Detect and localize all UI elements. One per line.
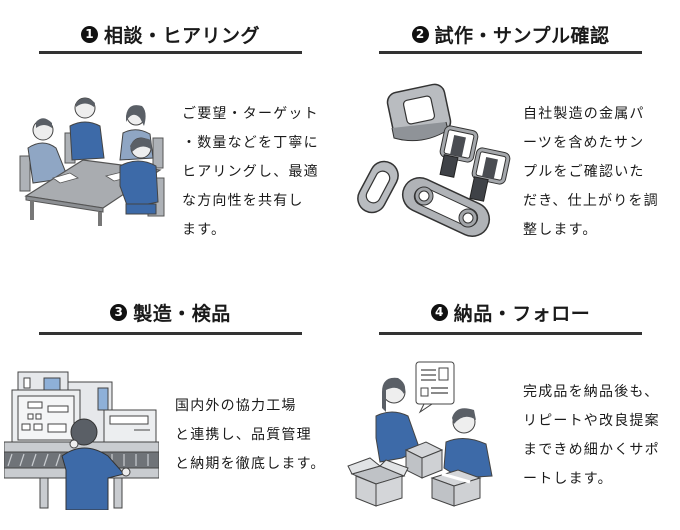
description-line: 自社製造の金属パ — [523, 106, 645, 122]
factory-line-illustration — [4, 371, 159, 510]
heading-divider — [379, 332, 642, 335]
step-manufacturing: 3 製造・検品 — [0, 280, 340, 530]
description-line: まできめ細かくサポ — [523, 442, 660, 458]
step-number-badge: 1 — [80, 25, 98, 43]
heading-divider — [39, 332, 302, 335]
heading-divider — [39, 51, 302, 54]
description-line: 完成品を納品後も、 — [523, 384, 660, 400]
packing-boxes-illustration — [347, 361, 493, 507]
description-line: ます。 — [182, 222, 227, 238]
step-number-badge: 2 — [411, 25, 429, 43]
description-line: ご要望・ターゲット — [182, 106, 319, 122]
step-number-badge: 3 — [110, 303, 128, 321]
step-description: 国内外の協力工場 と連携し、品質管理 と納期を徹底します。 — [175, 392, 326, 479]
description-line: 国内外の協力工場 — [175, 398, 297, 414]
description-line: ヒアリングし、最適 — [182, 164, 319, 180]
step-title: 製造・検品 — [133, 302, 231, 325]
description-line: ートします。 — [523, 471, 613, 487]
step-description: ご要望・ターゲット ・数量などを丁寧に ヒアリングし、最適 な方向性を共有し ま… — [182, 100, 319, 245]
step-heading: 2 試作・サンプル確認 — [379, 14, 642, 54]
step-heading: 3 製造・検品 — [39, 292, 302, 332]
meeting-illustration — [19, 97, 165, 226]
description-line: だき、仕上がりを調 — [523, 193, 659, 209]
step-heading: 4 納品・フォロー — [379, 292, 642, 332]
description-line: と納期を徹底します。 — [175, 456, 326, 472]
description-line: 整します。 — [523, 222, 598, 238]
description-line: な方向性を共有し — [182, 193, 304, 209]
description-line: プルをご確認いた — [523, 164, 645, 180]
step-heading: 1 相談・ヒアリング — [39, 14, 302, 54]
step-title: 試作・サンプル確認 — [434, 24, 610, 47]
step-number-badge: 4 — [430, 303, 448, 321]
step-description: 自社製造の金属パ ーツを含めたサン プルをご確認いた だき、仕上がりを調 整しま… — [523, 100, 659, 245]
step-consultation: 1 相談・ヒアリング ご要望・ターゲット ・数量などを丁寧に ヒアリングし、最適… — [0, 0, 340, 265]
description-line: ・数量などを丁寧に — [182, 135, 319, 151]
step-sample-check: 2 試作・サンプル確認 自社製造の金属パ ーツを含めたサン プルをご確認いた だ… — [340, 0, 680, 265]
description-line: ーツを含めたサン — [523, 135, 645, 151]
metal-parts-illustration — [357, 83, 511, 238]
heading-divider — [379, 51, 642, 54]
step-description: 完成品を納品後も、 リピートや改良提案 まできめ細かくサポ ートします。 — [523, 378, 660, 494]
step-title: 相談・ヒアリング — [103, 24, 260, 47]
description-line: と連携し、品質管理 — [175, 427, 312, 443]
step-delivery-follow-up: 4 納品・フォロー 完成品を納品後も — [340, 280, 680, 530]
description-line: リピートや改良提案 — [523, 413, 660, 429]
step-title: 納品・フォロー — [453, 302, 591, 325]
